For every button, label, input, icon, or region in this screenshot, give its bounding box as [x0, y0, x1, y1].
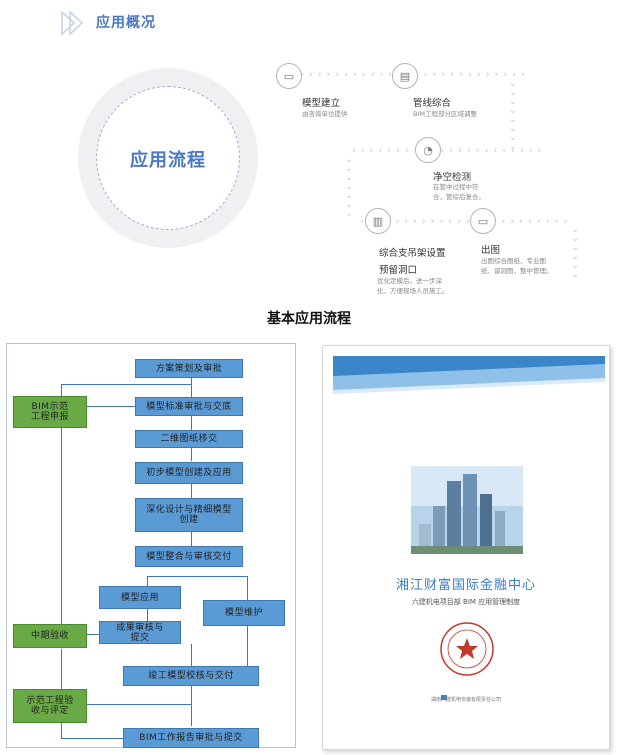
step-model-build-title: 模型建立 — [302, 98, 341, 109]
step-hanger-title: 综合支吊架设置 — [379, 248, 446, 259]
document-footer: 湖南六建机电安装有限责任公司 — [430, 697, 501, 703]
box-detailed-design: 深化设计与精细模型创建 — [135, 498, 243, 532]
step-reserved-hole-desc: 优化定模后，进一步深化，方便现场人员施工。 — [377, 277, 449, 295]
box-2d-handover: 二维图纸移交 — [135, 430, 243, 448]
box-demo-acceptance: 示范工程验收与评定 — [13, 689, 87, 723]
flowchart-panel: 方案策划及审批 模型标准审批与交底 二维图纸移交 初步模型创建及应用 深化设计与… — [6, 343, 296, 748]
document-cover — [322, 345, 610, 750]
document-subtitle: 六建机电项目部 BIM 应用管理制度 — [411, 598, 521, 606]
section-title: 应用概况 — [96, 15, 156, 31]
flow-arrows-down3: ⌄⌄⌄⌄⌄⌄ — [571, 225, 579, 280]
figure-caption: 基本应用流程 — [267, 311, 351, 327]
step-pipeline-desc: BIM工程部分区域调整 — [413, 110, 477, 118]
cover-artwork — [333, 356, 605, 700]
box-model-application: 模型应用 — [99, 586, 181, 609]
monitor-icon: ▭ — [470, 208, 496, 234]
box-result-review: 成果审核与提交 — [99, 621, 181, 644]
flow-arrows-row3: › › › › › › › › › › › › › › › › › › › › … — [360, 217, 569, 227]
flow-arrows-down1: ⌄⌄⌄⌄⌄⌄⌄⌄ — [509, 79, 517, 152]
step-model-build-desc: 由咨询单位提供 — [302, 110, 348, 118]
box-bim-report: BIM工作报告审批与提交 — [123, 728, 259, 748]
box-model-integration: 模型整合与审核交付 — [135, 546, 243, 567]
box-model-maintenance: 模型维护 — [203, 600, 285, 626]
process-circle-inner — [96, 86, 240, 230]
step-pipeline-title: 管线综合 — [413, 98, 452, 109]
box-bim-demo-application: BIM示范工程申报 — [13, 396, 87, 428]
step-reserved-hole-title: 预留洞口 — [379, 265, 418, 276]
play-arrows-icon — [61, 10, 84, 36]
document-title: 湘江财富国际金融中心 — [395, 578, 536, 593]
step-drawing-title: 出图 — [481, 245, 501, 256]
flow-arrows-row2: ‹ ‹ ‹ ‹ ‹ ‹ ‹ ‹ ‹ ‹ ‹ ‹ ‹ ‹ ‹ ‹ ‹ ‹ ‹ ‹ … — [352, 146, 543, 156]
box-standard-approval: 模型标准审批与交底 — [135, 397, 243, 416]
process-circle-label: 应用流程 — [130, 150, 206, 171]
box-plan-approval: 方案策划及审批 — [135, 359, 243, 378]
step-drawing-desc: 出图综合图纸、专业图纸、留洞图，整中管理。 — [481, 257, 553, 275]
step-clearance-title: 净空检测 — [433, 172, 472, 183]
pie-chart-icon: ◔ — [415, 137, 441, 163]
box-completion-model: 竣工模型校核与交付 — [123, 666, 259, 686]
box-midterm-acceptance: 中期验收 — [13, 624, 87, 648]
flow-arrows-down2: ⌄⌄⌄⌄⌄⌄⌄ — [345, 155, 353, 219]
printer-icon: ▤ — [392, 63, 418, 89]
inbox-icon: ▭ — [276, 63, 302, 89]
company-seal — [440, 622, 494, 676]
bar-chart-icon: ▥ — [365, 208, 391, 234]
box-initial-model: 初步模型创建及应用 — [135, 462, 243, 484]
step-clearance-desc: 在管中过程中符合，管综后复合。 — [433, 183, 485, 201]
